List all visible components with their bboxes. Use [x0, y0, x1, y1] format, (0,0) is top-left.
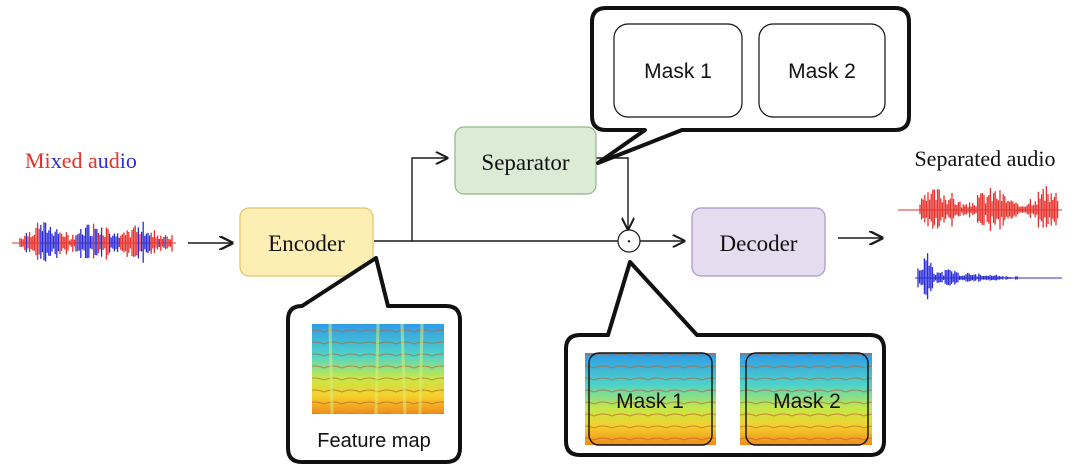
- mixed-audio-label-part: u: [98, 148, 109, 173]
- multiply-symbol: ·: [626, 231, 633, 253]
- separated-audio-waveform-2: [915, 253, 1062, 300]
- encoder-block: [239, 207, 374, 277]
- mixed-audio-label-part: Mi: [25, 148, 51, 173]
- separator-to-multiply-wire: [596, 157, 628, 229]
- encoder-to-separator-wire: [374, 158, 447, 242]
- mixed-audio-label-part: ed: [62, 148, 88, 173]
- multiply-operator: [617, 229, 641, 253]
- masked-feature-2: Mask 2: [740, 352, 872, 446]
- decoder-label: Decoder: [720, 231, 798, 256]
- separated-audio-waveform-1: [898, 186, 1062, 231]
- masked-mask-2-label: Mask 2: [773, 390, 841, 413]
- masked-features-callout: Mask 1 Mask 2: [564, 260, 886, 457]
- separator-label: Separator: [481, 150, 569, 175]
- mixed-audio-waveform: [12, 221, 176, 263]
- feature-map-spectrogram: [312, 323, 444, 415]
- separated-audio-label: Separated audio: [914, 146, 1055, 171]
- mixed-audio-label-part: d: [109, 148, 120, 173]
- mask-2-label: Mask 2: [788, 60, 856, 83]
- mask-2-overlay: [745, 352, 869, 446]
- masked-feature-1: Mask 1: [585, 352, 716, 446]
- mixed-audio-label: Mixed audio: [25, 148, 137, 173]
- feature-map-callout: Feature map: [286, 256, 462, 464]
- decoder-block: [691, 207, 826, 277]
- feature-map-caption: Feature map: [317, 430, 430, 452]
- mixed-audio-label-part: io: [120, 148, 137, 173]
- masked-mask-1-label: Mask 1: [616, 390, 684, 413]
- encoder-label: Encoder: [268, 231, 345, 256]
- separator-block: [454, 126, 597, 195]
- mask-1-overlay: [588, 352, 713, 446]
- mixed-audio-label-part: x: [51, 148, 62, 173]
- mask-1-box: [613, 23, 743, 118]
- mask-1-label: Mask 1: [644, 60, 712, 83]
- masks-callout: Mask 1 Mask 2: [590, 6, 911, 165]
- mask-2-box: [758, 23, 886, 118]
- mixed-audio-label-part: a: [88, 148, 98, 173]
